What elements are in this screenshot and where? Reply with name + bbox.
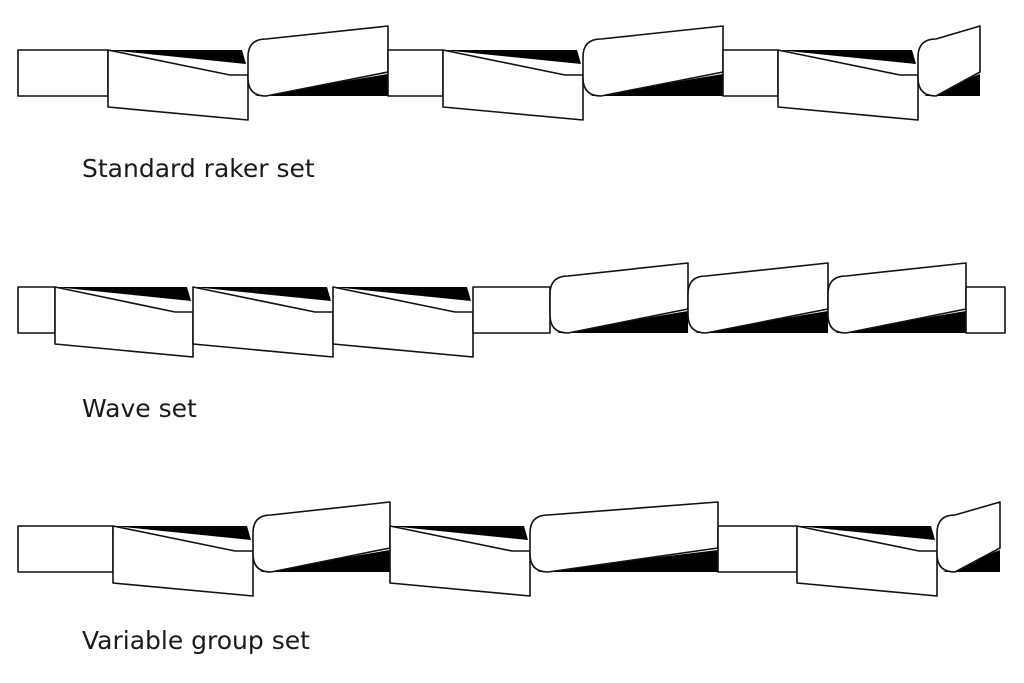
tooth-shadow [797,526,935,540]
tooth-raker [965,286,1006,334]
tooth-raker [17,286,56,334]
tooth-left [796,525,938,597]
tooth-raker [717,525,798,573]
tooth-shadow [108,50,246,64]
tooth-shadow [113,526,251,540]
tooth-shadow [55,287,191,301]
tooth-shadow [443,50,581,64]
tooth-right [247,25,389,97]
caption-wave-set: Wave set [82,394,197,423]
tooth-left [332,286,474,358]
tooth-left [389,525,531,597]
tooth-shadow [333,287,471,301]
tooth-right [936,501,1001,573]
tooth-raker [722,49,779,97]
tooth-right [687,262,829,334]
caption-variable-group-set: Variable group set [82,626,310,655]
caption-standard-raker-set: Standard raker set [82,154,315,183]
tooth-left [777,49,919,121]
tooth-raker [472,286,551,334]
tooth-right [549,262,689,334]
tooth-row-3 [17,501,1001,597]
tooth-right [582,25,724,97]
tooth-shadow [778,50,916,64]
tooth-raker [387,49,444,97]
tooth-shadow [193,287,331,301]
tooth-left [112,525,254,597]
tooth-left [107,49,249,121]
tooth-right [252,501,391,573]
tooth-right [529,501,719,573]
tooth-shadow [390,526,528,540]
tooth-raker [17,49,109,97]
tooth-left [442,49,584,121]
tooth-row-2 [17,262,1006,358]
tooth-row-1 [17,25,981,121]
tooth-raker [17,525,114,573]
tooth-right [827,262,967,334]
tooth-right [917,25,981,97]
